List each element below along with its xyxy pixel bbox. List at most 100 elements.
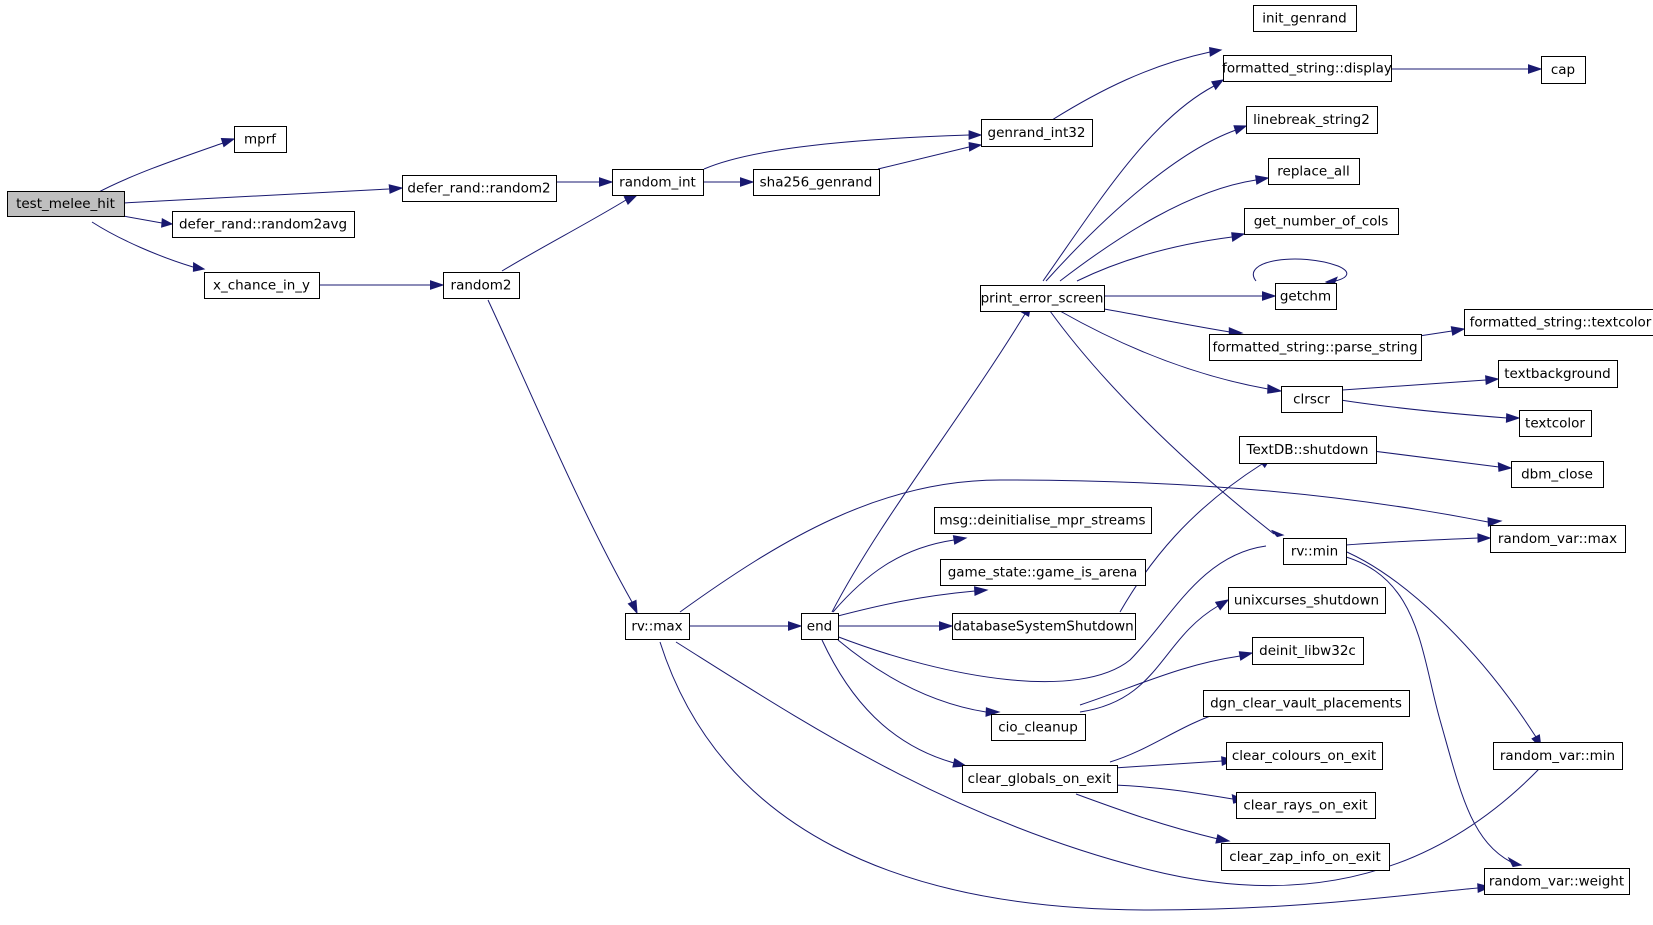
node-genrand-int32[interactable]: genrand_int32 [981,119,1093,147]
node-textbackground[interactable]: textbackground [1498,360,1618,388]
node-label: linebreak_string2 [1253,112,1370,128]
node-box [1236,792,1376,819]
node-game-state-game-is-arena[interactable]: game_state::game_is_arena [940,559,1146,586]
edge-random2-random_int [501,199,627,272]
node-msg-deinitialise-mpr-streams[interactable]: msg::deinitialise_mpr_streams [934,507,1152,534]
edge-clear_globals_on_exit-clear_zap_info_on_exit [1075,793,1219,840]
arrowhead-sha256_genrand [740,177,755,187]
node-formatted-string-parse-string[interactable]: formatted_string::parse_string [1209,334,1422,361]
node-box [1253,5,1357,32]
node-getchm[interactable]: getchm [1275,283,1337,310]
node-label: formatted_string::display [1222,61,1392,77]
node-box [1223,55,1392,82]
node-label: random_int [619,175,696,191]
node-defer-rand-random2avg[interactable]: defer_rand::random2avg [172,211,355,238]
node-mprf[interactable]: mprf [234,126,287,153]
node-box [1221,843,1390,871]
arrowhead-game_state_game_is_arena [973,586,989,596]
node-clear-globals-on-exit[interactable]: clear_globals_on_exit [962,765,1118,793]
node-dgn-clear-vault-placements[interactable]: dgn_clear_vault_placements [1203,690,1410,717]
node-random-var-max[interactable]: random_var::max [1490,525,1626,553]
node-box [1209,334,1422,361]
node-box [1268,158,1360,185]
node-clear-rays-on-exit[interactable]: clear_rays_on_exit [1236,792,1376,819]
edge-textdb_shutdown-dbm_close [1364,449,1500,468]
node-sha256-genrand[interactable]: sha256_genrand [753,169,880,196]
edge-clear_globals_on_exit-clear_rays_on_exit [1113,784,1234,800]
node-label: x_chance_in_y [213,278,310,294]
edge-rv_max-random_var_max [679,479,1489,613]
node-rv-min[interactable]: rv::min [1283,538,1347,565]
node-box [1484,868,1630,895]
node-label: clrscr [1293,392,1330,408]
node-defer-rand-random2[interactable]: defer_rand::random2 [402,175,557,202]
arrowhead-init_genrand [1209,46,1223,57]
arrowhead-textbackground [1485,375,1500,385]
node-end[interactable]: end [801,613,839,640]
node-box [952,613,1136,640]
node-clrscr[interactable]: clrscr [1281,386,1343,413]
node-linebreak-string2[interactable]: linebreak_string2 [1246,106,1378,134]
arrowhead-clear_globals_on_exit [952,757,968,768]
node-textdb-shutdown[interactable]: TextDB::shutdown [1239,436,1377,464]
edge-end-msg_deinitialise_mpr_streams [832,539,955,613]
arrowhead-random2 [430,280,445,290]
node-box [7,191,125,217]
arrowhead-formatted_string_textcolor [1450,326,1466,336]
node-box [1252,637,1364,665]
node-label: get_number_of_cols [1254,214,1389,230]
node-label: dgn_clear_vault_placements [1210,696,1402,712]
node-cio-cleanup[interactable]: cio_cleanup [991,714,1086,741]
node-box [612,169,704,196]
node-box [940,559,1146,586]
edge-rv_max-random_var_weight [659,641,1479,911]
node-label: getchm [1280,289,1331,305]
node-label: rv::min [1291,544,1338,560]
node-test-melee-hit[interactable]: test_melee_hit [7,191,125,217]
node-box [1203,690,1410,717]
node-rv-max[interactable]: rv::max [625,613,690,640]
node-cap[interactable]: cap [1541,56,1586,84]
arrowhead-replace_all [1255,175,1270,185]
edge-genrand_int32-init_genrand [1051,51,1211,121]
node-formatted-string-textcolor[interactable]: formatted_string::textcolor [1464,309,1653,336]
node-label: unixcurses_shutdown [1234,593,1379,609]
node-clear-colours-on-exit[interactable]: clear_colours_on_exit [1226,742,1383,770]
node-box [962,765,1118,793]
node-label: formatted_string::parse_string [1212,340,1417,356]
node-box [1281,386,1343,413]
node-get-number-of-cols[interactable]: get_number_of_cols [1244,208,1399,235]
node-label: replace_all [1277,164,1349,180]
node-label: clear_rays_on_exit [1243,798,1367,814]
node-dbm-close[interactable]: dbm_close [1511,461,1604,488]
node-x-chance-in-y[interactable]: x_chance_in_y [204,272,320,299]
edge-test_melee_hit-mprf [94,142,224,195]
node-label: random2 [451,278,512,294]
node-label: end [807,619,832,635]
edge-cio_cleanup-unixcurses_shutdown [1079,605,1219,713]
edge-end-clear_globals_on_exit [821,639,955,764]
node-random2[interactable]: random2 [443,272,520,299]
node-clear-zap-info-on-exit[interactable]: clear_zap_info_on_exit [1221,843,1390,871]
arrowhead-dbm_close [1497,462,1513,472]
node-deinit-libw32c[interactable]: deinit_libw32c [1252,637,1364,665]
node-label: random_var::weight [1489,874,1624,890]
node-random-var-min[interactable]: random_var::min [1493,742,1623,770]
node-database-system-shutdown[interactable]: databaseSystemShutdown [952,613,1136,640]
node-box [934,507,1152,534]
node-label: clear_colours_on_exit [1232,748,1376,764]
arrowhead-end [788,621,803,631]
node-random-var-weight[interactable]: random_var::weight [1484,868,1630,895]
node-replace-all[interactable]: replace_all [1268,158,1360,185]
node-box [234,126,287,153]
arrowhead-defer_rand_random2avg [161,217,174,228]
node-random-int[interactable]: random_int [612,169,704,196]
node-unixcurses-shutdown[interactable]: unixcurses_shutdown [1228,587,1386,614]
arrowhead-genrand_int32 [968,130,983,140]
node-textcolor[interactable]: textcolor [1519,410,1592,437]
edge-print_error_screen-formatted_string_parse_string [1103,308,1231,333]
node-print-error-screen[interactable]: print_error_screen [980,285,1105,312]
node-box [1283,538,1347,565]
node-formatted-string-display[interactable]: formatted_string::display [1222,55,1392,82]
node-init-genrand[interactable]: init_genrand [1253,5,1357,32]
